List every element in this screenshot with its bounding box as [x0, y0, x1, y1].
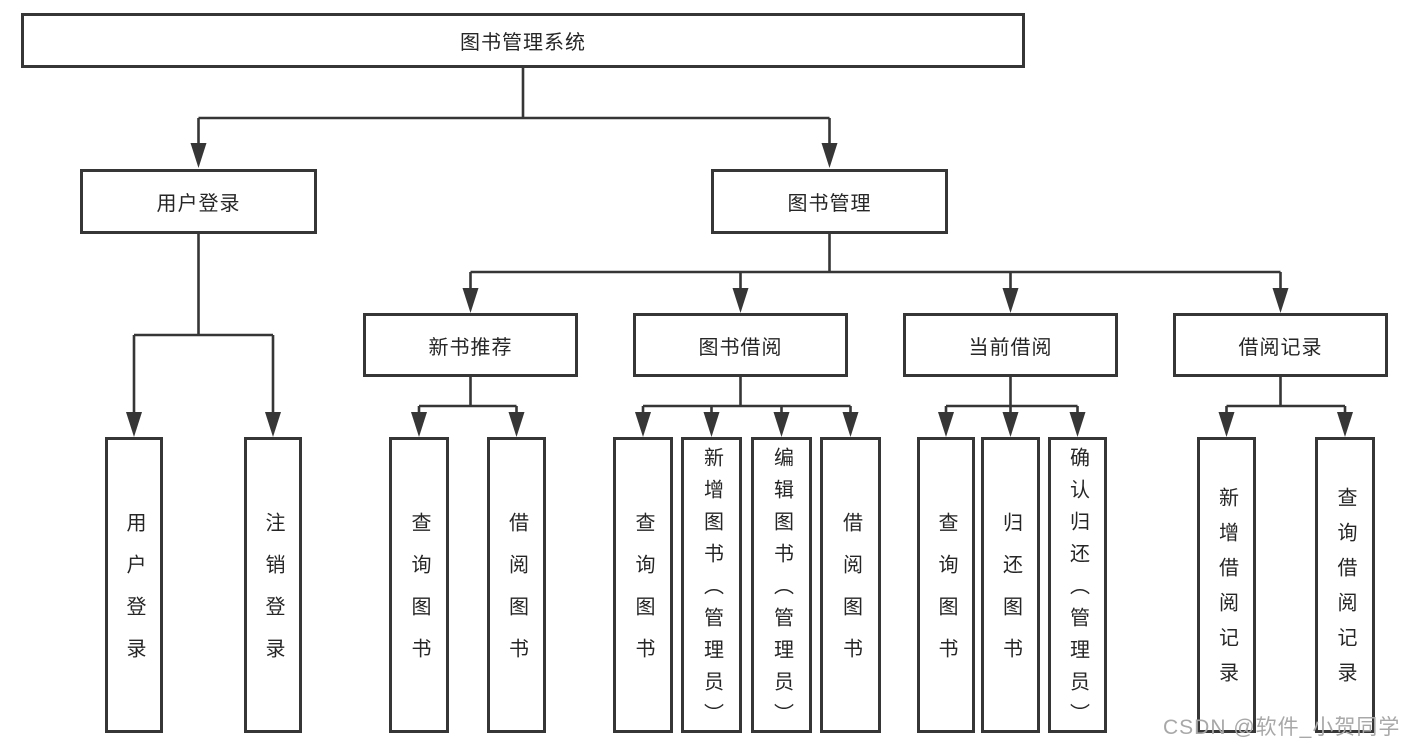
node-label: 图书借阅	[698, 336, 783, 359]
node-return-books: 归还图书	[981, 437, 1040, 733]
node-label: 确认归还（管理员）	[1066, 447, 1089, 735]
node-add-books-admin: 新增图书（管理员）	[681, 437, 742, 735]
node-label: 新增图书（管理员）	[700, 447, 723, 735]
node-current-borrowing: 当前借阅	[903, 313, 1118, 377]
connector-book-management-to-level2	[469, 234, 1282, 306]
arrowhead	[703, 412, 720, 437]
connector-root-to-level1	[197, 67, 831, 160]
node-label: 查询借阅记录	[1334, 487, 1356, 697]
connector-book-borrowing-group	[641, 377, 852, 430]
node-user-login: 用户登录	[80, 169, 317, 234]
node-label: 注销登录	[262, 512, 284, 680]
watermark: CSDN @软件_小贺同学	[1163, 716, 1401, 739]
node-book-borrowing: 图书借阅	[633, 313, 848, 377]
node-label: 查询图书	[935, 512, 957, 680]
arrowhead	[190, 143, 207, 168]
node-label: 用户登录	[156, 193, 241, 215]
arrowhead	[1069, 412, 1086, 437]
node-add-borrow-record: 新增借阅记录	[1197, 437, 1256, 733]
node-label: 图书管理	[787, 193, 872, 215]
arrowhead	[821, 143, 838, 168]
node-label: 编辑图书（管理员）	[770, 447, 793, 735]
node-confirm-return-admin: 确认归还（管理员）	[1048, 437, 1107, 735]
connector-user-login-group	[132, 234, 275, 430]
arrowhead	[126, 412, 142, 437]
node-root: 图书管理系统	[21, 13, 1025, 68]
arrowhead	[732, 288, 749, 313]
arrowhead	[1337, 412, 1353, 437]
node-borrowing-records: 借阅记录	[1173, 313, 1388, 377]
node-new-book-recommend: 新书推荐	[363, 313, 578, 377]
arrowhead	[462, 288, 479, 313]
connector-new-book-recommend-group	[417, 377, 518, 430]
arrowhead	[508, 412, 525, 437]
arrowhead	[1272, 288, 1289, 313]
arrowhead	[1002, 288, 1019, 313]
connector-borrowing-records-group	[1225, 377, 1347, 430]
node-label: 查询图书	[408, 512, 430, 680]
node-book-management: 图书管理	[711, 169, 948, 234]
node-label: 归还图书	[999, 512, 1022, 680]
node-logout-action: 注销登录	[244, 437, 302, 733]
node-edit-books-admin: 编辑图书（管理员）	[751, 437, 812, 735]
node-label: 借阅图书	[505, 512, 528, 680]
node-user-login-action: 用户登录	[105, 437, 163, 733]
node-label: 查询图书	[632, 512, 654, 680]
node-current-search-books: 查询图书	[917, 437, 975, 733]
arrowhead	[411, 412, 427, 437]
arrowhead	[938, 412, 954, 437]
node-label: 借阅图书	[839, 512, 862, 680]
arrowhead	[1218, 412, 1235, 437]
node-recommend-borrow-books: 借阅图书	[487, 437, 546, 733]
node-label: 图书管理系统	[460, 32, 586, 54]
node-label: 用户登录	[123, 512, 145, 680]
node-label: 新书推荐	[428, 336, 513, 359]
node-label: 借阅记录	[1238, 336, 1323, 359]
arrowhead	[1002, 412, 1019, 437]
node-borrow-books: 借阅图书	[820, 437, 881, 733]
node-label: 当前借阅	[968, 336, 1053, 359]
arrowhead	[842, 412, 859, 437]
node-search-borrow-record: 查询借阅记录	[1315, 437, 1375, 733]
arrowhead	[265, 412, 281, 437]
arrowhead	[635, 412, 651, 437]
node-label: 新增借阅记录	[1215, 487, 1238, 697]
arrowhead	[773, 412, 790, 437]
node-borrow-search-books: 查询图书	[613, 437, 673, 733]
node-recommend-search-books: 查询图书	[389, 437, 449, 733]
